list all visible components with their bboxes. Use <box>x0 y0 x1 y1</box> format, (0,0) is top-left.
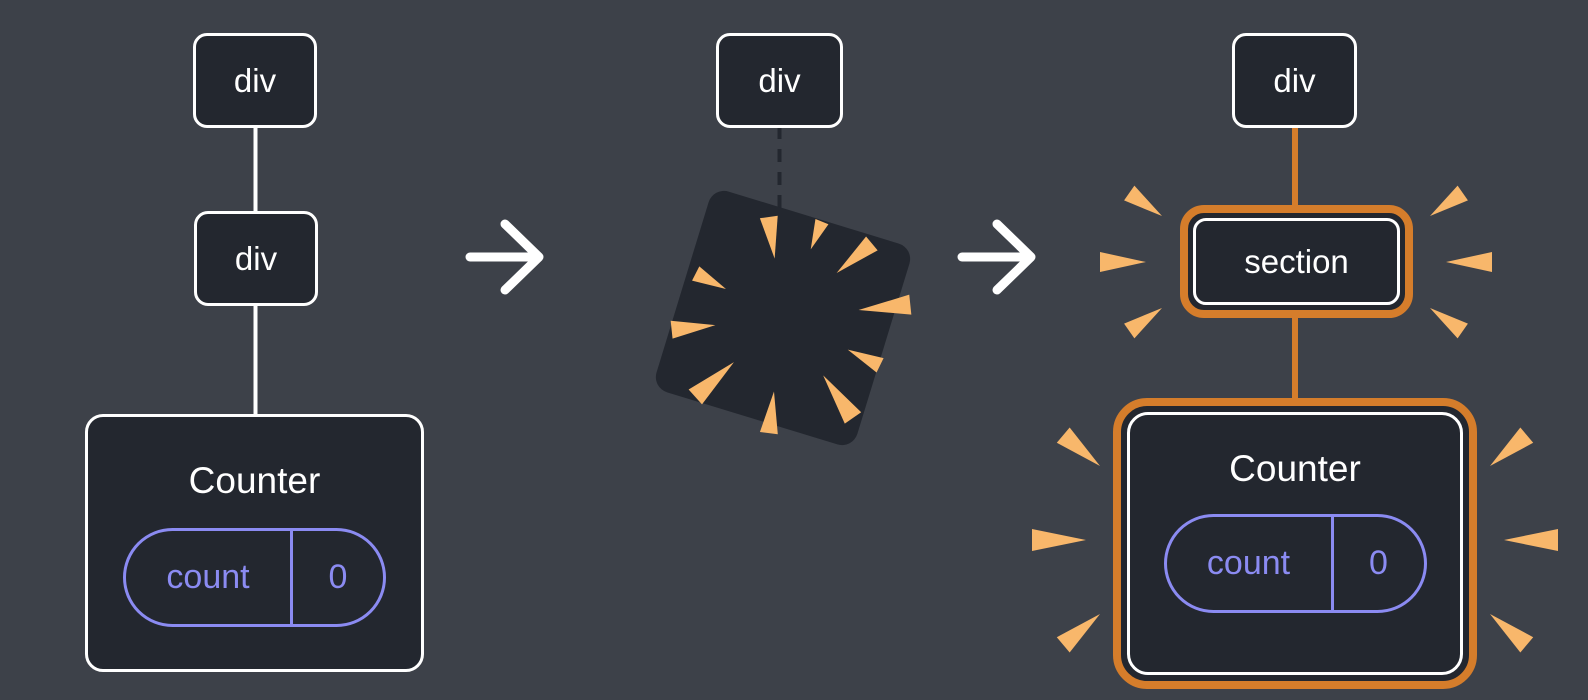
arrow-right-icon <box>957 219 1036 295</box>
state-value: 0 <box>1369 543 1388 582</box>
node-div-root: div <box>193 33 317 128</box>
destroyed-node-box <box>655 190 911 446</box>
counter-inner: Counter count 0 <box>1127 412 1463 675</box>
node-section-label: section <box>1193 218 1400 305</box>
state-pill: count 0 <box>123 527 386 627</box>
counter-title: Counter <box>188 460 321 501</box>
node-div-root: div <box>1232 33 1357 128</box>
state-label: count <box>166 557 250 596</box>
node-div-root: div <box>716 33 843 128</box>
counter-title: Counter <box>1229 448 1361 489</box>
pill-divider <box>1330 516 1334 610</box>
state-value: 0 <box>328 557 348 596</box>
arrow-right-icon <box>465 219 544 295</box>
state-label: count <box>1206 543 1291 582</box>
counter-burst-rays-icon <box>1032 427 1558 653</box>
section-burst-rays-icon <box>1100 185 1492 339</box>
node-section-highlighted: section <box>1180 205 1413 318</box>
counter-component: Counter count 0 <box>85 414 424 672</box>
node-div-child: div <box>194 211 318 306</box>
state-pill: count 0 <box>1163 513 1427 613</box>
poof-burst-icon <box>670 215 912 435</box>
pill-divider <box>290 530 293 624</box>
counter-component-highlighted: Counter count 0 <box>1113 398 1477 689</box>
